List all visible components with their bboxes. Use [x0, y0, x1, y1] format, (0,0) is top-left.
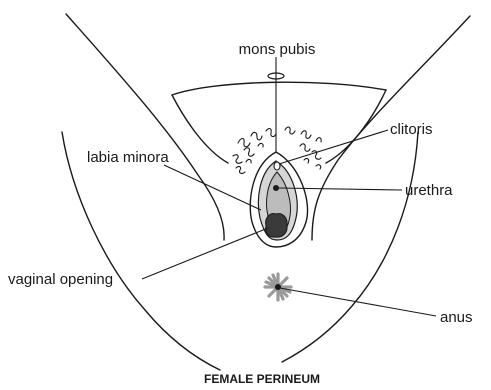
anus-marker: [265, 274, 291, 300]
clitoris: [274, 162, 280, 170]
mons-pubis-label: mons pubis: [239, 41, 316, 58]
right-thigh-inner-contour: [282, 132, 418, 362]
anus-label: anus: [440, 309, 473, 326]
vaginal-opening-label: vaginal opening: [8, 271, 113, 288]
vaginal-opening: [266, 214, 288, 238]
labia-minora-label: labia minora: [87, 149, 169, 166]
urethral-opening: [273, 185, 279, 191]
clitoris-label: clitoris: [390, 121, 433, 138]
vaginal-opening-leader: [142, 228, 268, 279]
diagram-title: FEMALE PERINEUM: [204, 372, 320, 386]
vulva: [250, 152, 307, 247]
urethra-label: urethra: [405, 182, 453, 199]
left-thigh-outer-contour: [66, 14, 224, 240]
left-mons-contour: [172, 95, 228, 163]
abdomen-crease: [172, 82, 386, 95]
right-mons-contour: [326, 90, 386, 163]
anus-leader: [280, 288, 436, 316]
left-thigh-inner-contour: [62, 132, 220, 370]
labia-minora-leader: [164, 165, 261, 210]
